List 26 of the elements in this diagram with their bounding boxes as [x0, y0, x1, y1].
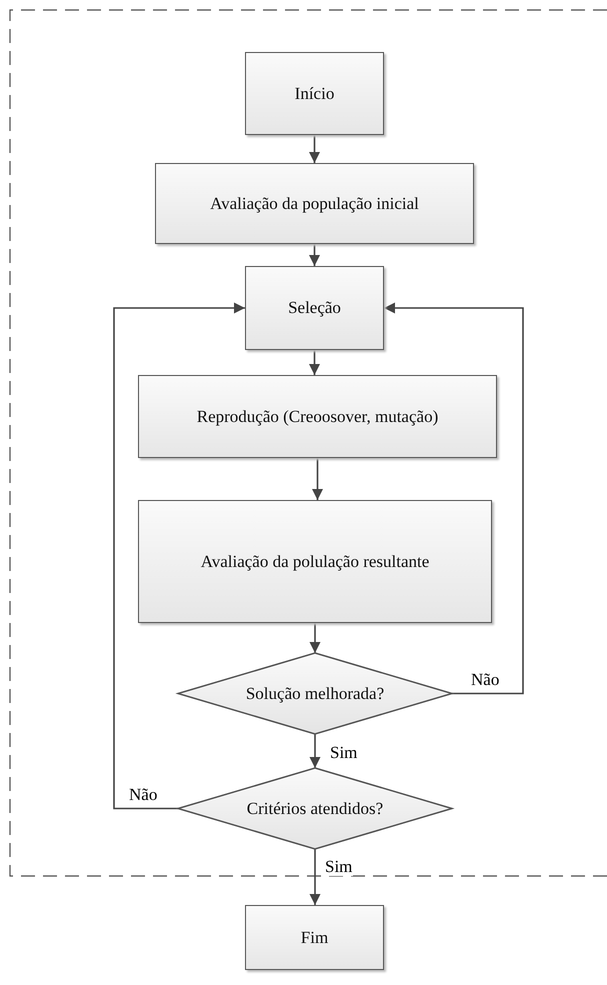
- node-text: Seleção: [288, 298, 341, 318]
- process-box: [138, 500, 492, 623]
- arrow: [384, 302, 524, 694]
- node-text: Critérios atendidos?: [246, 798, 384, 818]
- process-box: [245, 905, 384, 970]
- node-text: Solução melhorada?: [246, 684, 384, 704]
- node-text: Fim: [300, 928, 328, 948]
- arrow: [309, 734, 321, 768]
- arrow: [309, 623, 321, 653]
- arrow: [113, 302, 245, 810]
- arrow: [312, 458, 324, 500]
- edge-label: Sim: [324, 858, 354, 876]
- process-box: [245, 52, 384, 135]
- decision-diamond: [178, 653, 452, 734]
- node-text: Avaliação da população inicial: [210, 194, 419, 214]
- process-box: [245, 266, 384, 350]
- decision-diamond: [178, 768, 452, 849]
- arrow: [308, 350, 320, 375]
- node-text: Reprodução (Creoosover, mutação): [196, 406, 438, 426]
- node-text: Avaliação da polulação resultante: [200, 552, 430, 572]
- process-box: [138, 375, 497, 458]
- arrow: [308, 244, 320, 266]
- arrow: [309, 849, 321, 905]
- process-box: [155, 163, 474, 244]
- arrow: [308, 135, 320, 163]
- node-text: Início: [294, 84, 334, 104]
